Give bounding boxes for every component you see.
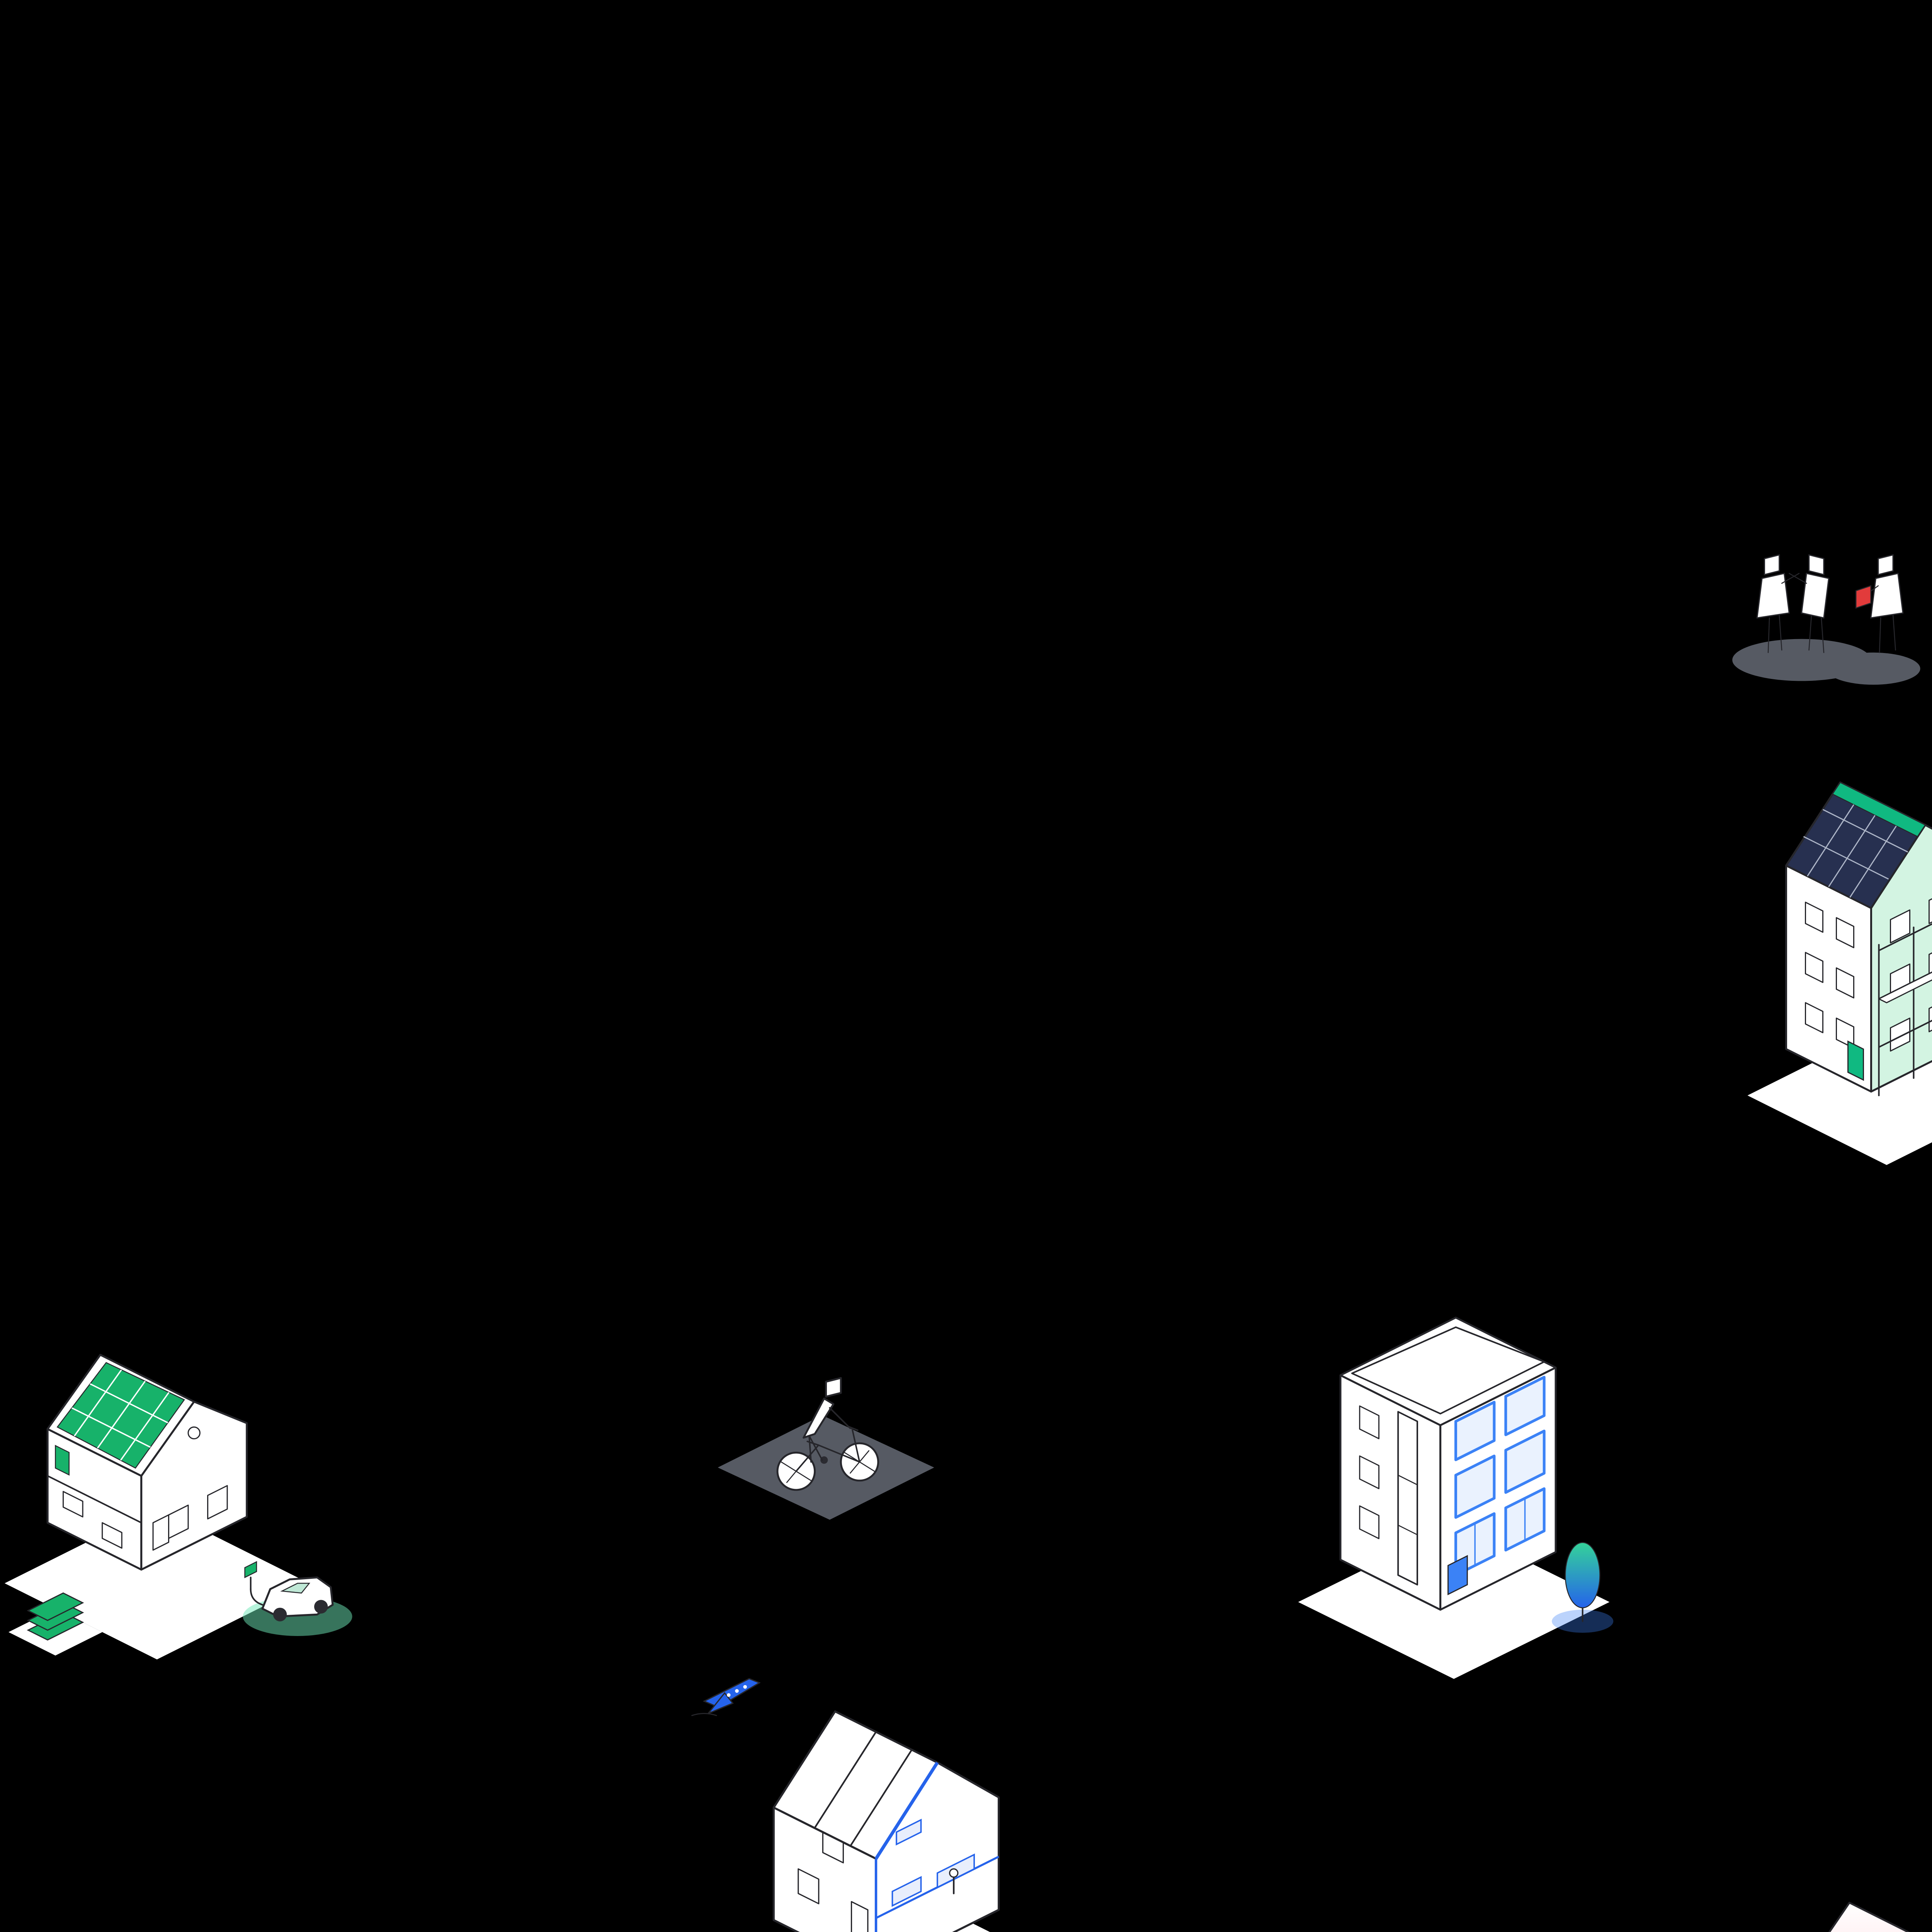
charging-post-icon: [244, 1561, 257, 1578]
interior-cutaway: [47, 1445, 142, 1549]
shadow-blob: [1732, 639, 1920, 685]
blue-door: [1447, 1555, 1468, 1595]
windows: [1805, 898, 1932, 1052]
scene-cyclist: [692, 1310, 962, 1526]
blue-tree-icon: [1565, 1542, 1600, 1622]
electric-car-icon: [244, 1561, 334, 1622]
red-folder-icon: [1855, 585, 1871, 609]
solar-panel-stack-icon: [9, 1592, 102, 1656]
scene-solar-retrofit-building: [1716, 759, 1932, 1180]
airplane-icon: [691, 1678, 761, 1716]
scene-blue-office-building: [1271, 1294, 1636, 1694]
scene-renovated-family-house: [691, 1648, 1101, 1932]
scaffolding: [1878, 923, 1932, 1096]
cut-edge: [874, 1762, 939, 1860]
building: [1785, 781, 1932, 1093]
building: [1339, 1316, 1557, 1611]
green-ridge-strip: [1832, 782, 1926, 837]
person-middle: [1789, 554, 1830, 653]
scene-home-energy-house: [0, 1312, 410, 1673]
interior-rooms: [875, 1818, 999, 1919]
solar-roof-panels: [56, 1362, 185, 1469]
stairwell: [1397, 1411, 1418, 1586]
solar-roof: [1785, 781, 1926, 909]
person-left: [1756, 554, 1800, 653]
scene-kitchen-cutaway-building: [1721, 1876, 1932, 1932]
scene-people-meeting: [1700, 487, 1932, 703]
person-with-red-folder: [1855, 554, 1904, 653]
house: [46, 1354, 248, 1571]
building-cutaway: [1828, 1901, 1910, 1932]
bicycle-rider-icon: [776, 1377, 879, 1491]
home-battery-icon: [55, 1445, 70, 1476]
road-patch: [718, 1415, 934, 1520]
house-cutaway: [772, 1710, 1000, 1932]
green-door: [1847, 1040, 1864, 1081]
